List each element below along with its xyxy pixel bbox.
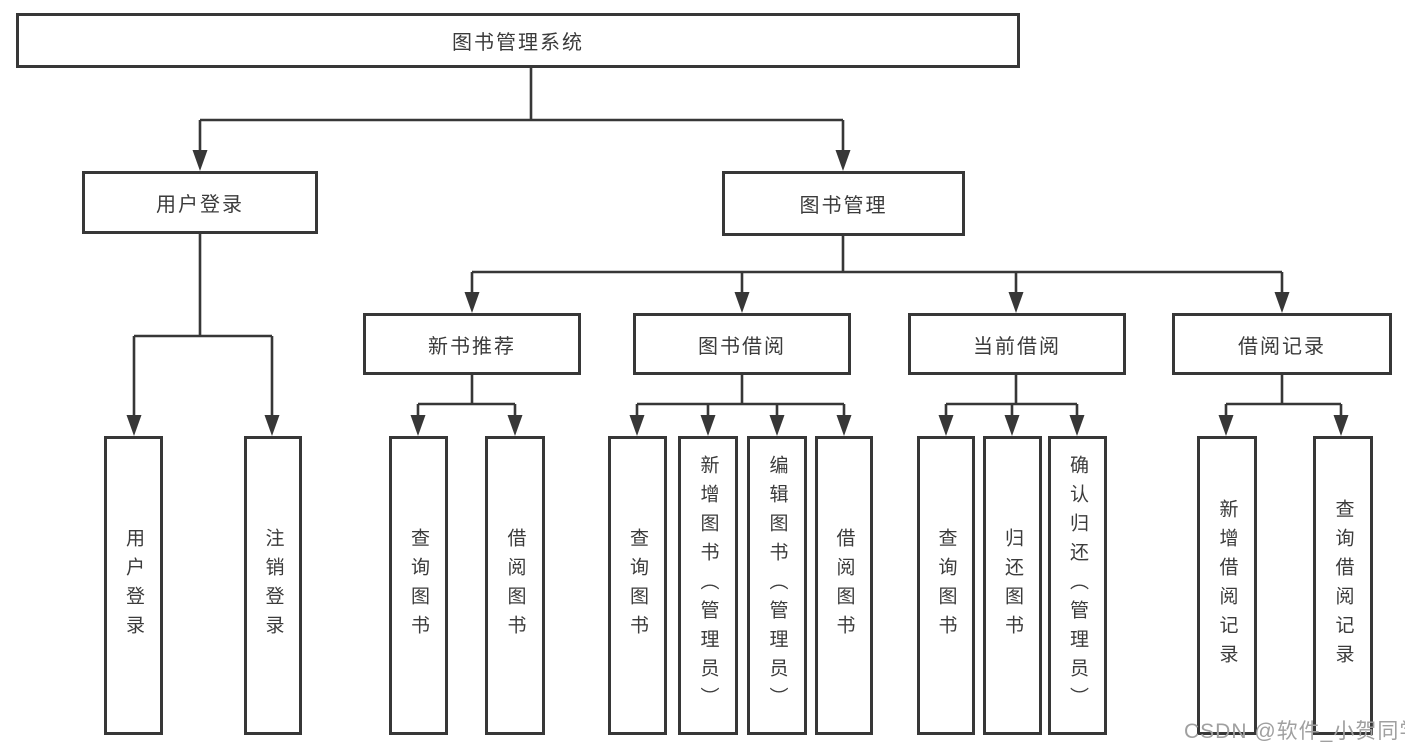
node-user-login: 用户登录 bbox=[82, 171, 318, 234]
leaf-borrow-query-books-label: 查询图书 bbox=[627, 527, 648, 644]
node-current-borrow: 当前借阅 bbox=[908, 313, 1126, 375]
node-current-borrow-label: 当前借阅 bbox=[973, 335, 1061, 358]
leaf-borrow-edit-books-admin-label: 编辑图书（管理员） bbox=[766, 455, 788, 716]
leaf-logout-label: 注销登录 bbox=[262, 527, 284, 644]
node-book-management-label: 图书管理 bbox=[799, 195, 888, 217]
leaf-recommend-borrow-books-label: 借阅图书 bbox=[504, 527, 526, 644]
leaf-current-return-books: 归还图书 bbox=[983, 436, 1042, 735]
leaf-user-login-label: 用户登录 bbox=[123, 527, 144, 644]
leaf-recommend-borrow-books: 借阅图书 bbox=[485, 436, 545, 735]
leaf-records-add-record: 新增借阅记录 bbox=[1197, 436, 1257, 735]
leaf-records-add-record-label: 新增借阅记录 bbox=[1216, 498, 1238, 673]
leaf-borrow-query-books: 查询图书 bbox=[608, 436, 667, 735]
node-new-book-recommend: 新书推荐 bbox=[363, 313, 581, 375]
leaf-user-login: 用户登录 bbox=[104, 436, 163, 735]
node-user-login-label: 用户登录 bbox=[156, 194, 244, 216]
leaf-records-query-record-label: 查询借阅记录 bbox=[1332, 498, 1354, 673]
tree-edges bbox=[132, 68, 1343, 418]
node-book-management: 图书管理 bbox=[722, 171, 965, 236]
leaf-borrow-edit-books-admin: 编辑图书（管理员） bbox=[747, 436, 807, 735]
node-borrow-records: 借阅记录 bbox=[1172, 313, 1392, 375]
leaf-borrow-borrow-books-label: 借阅图书 bbox=[833, 527, 855, 644]
node-book-borrow: 图书借阅 bbox=[633, 313, 851, 375]
node-system-root-label: 图书管理系统 bbox=[452, 32, 584, 54]
leaf-records-query-record: 查询借阅记录 bbox=[1313, 436, 1373, 735]
leaf-logout: 注销登录 bbox=[244, 436, 302, 735]
node-borrow-records-label: 借阅记录 bbox=[1238, 335, 1326, 358]
node-new-book-recommend-label: 新书推荐 bbox=[428, 335, 516, 358]
leaf-borrow-add-books-admin-label: 新增图书（管理员） bbox=[697, 455, 719, 716]
leaf-current-confirm-return-admin-label: 确认归还（管理员） bbox=[1067, 455, 1088, 716]
csdn-watermark: CSDN @软件_小贺同学 bbox=[1184, 720, 1405, 743]
leaf-borrow-borrow-books: 借阅图书 bbox=[815, 436, 873, 735]
leaf-current-query-books: 查询图书 bbox=[917, 436, 975, 735]
leaf-current-return-books-label: 归还图书 bbox=[1002, 527, 1023, 644]
leaf-borrow-add-books-admin: 新增图书（管理员） bbox=[678, 436, 738, 735]
leaf-current-confirm-return-admin: 确认归还（管理员） bbox=[1048, 436, 1107, 735]
leaf-recommend-query-books: 查询图书 bbox=[389, 436, 448, 735]
leaf-current-query-books-label: 查询图书 bbox=[935, 527, 957, 644]
node-system-root: 图书管理系统 bbox=[16, 13, 1020, 68]
leaf-recommend-query-books-label: 查询图书 bbox=[408, 527, 429, 644]
node-book-borrow-label: 图书借阅 bbox=[698, 335, 786, 358]
